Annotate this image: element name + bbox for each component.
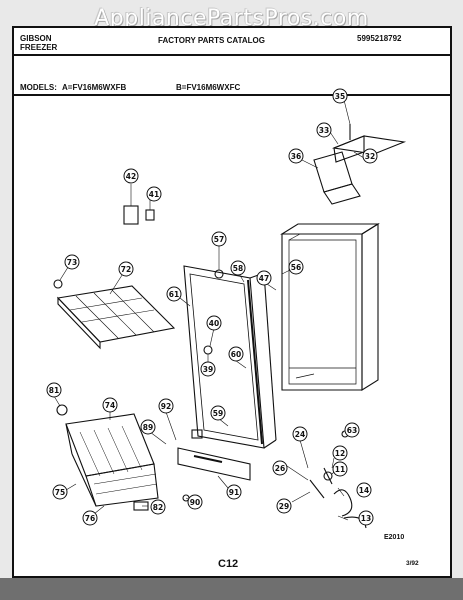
callout-12: 12 [332, 445, 348, 461]
svg-text:90: 90 [190, 498, 200, 507]
kickplate-drawing [177, 447, 251, 481]
shelf-drawing [56, 285, 176, 350]
svg-text:12: 12 [335, 449, 345, 458]
callout-89: 89 [140, 419, 156, 435]
callouts: 35 33 32 36 42 41 57 73 72 58 56 47 61 4… [46, 88, 378, 526]
svg-text:59: 59 [213, 409, 223, 418]
svg-text:72: 72 [121, 265, 131, 274]
svg-text:24: 24 [295, 430, 305, 439]
callout-60: 60 [228, 346, 244, 362]
svg-text:36: 36 [291, 152, 301, 161]
callout-58: 58 [230, 260, 246, 276]
callout-47: 47 [256, 270, 272, 286]
callout-41: 41 [146, 186, 162, 202]
callout-56: 56 [288, 259, 304, 275]
leader-lines [53, 99, 365, 521]
callout-63: 63 [344, 422, 360, 438]
callout-90: 90 [187, 494, 203, 510]
parts-diagram-page: GIBSON FREEZER FACTORY PARTS CATALOG 599… [12, 26, 452, 578]
basket-drawing [65, 413, 159, 507]
svg-text:32: 32 [365, 152, 375, 161]
callout-14: 14 [356, 482, 372, 498]
svg-text:42: 42 [126, 172, 136, 181]
callout-42: 42 [123, 168, 139, 184]
callout-33: 33 [316, 122, 332, 138]
svg-text:92: 92 [161, 402, 171, 411]
svg-text:14: 14 [359, 486, 369, 495]
svg-text:89: 89 [143, 423, 153, 432]
svg-text:57: 57 [214, 235, 224, 244]
revision-date: 3/92 [406, 560, 419, 567]
catalog-title: FACTORY PARTS CATALOG [158, 36, 265, 45]
door-drawing [183, 265, 277, 449]
svg-text:60: 60 [231, 350, 241, 359]
callout-11: 11 [332, 461, 348, 477]
callout-40: 40 [206, 315, 222, 331]
catalog-number: 5995218792 [357, 34, 402, 43]
callout-29: 29 [276, 498, 292, 514]
brand-line-1: GIBSON [20, 34, 52, 43]
callout-92: 92 [158, 398, 174, 414]
callout-76: 76 [82, 510, 98, 526]
callout-13: 13 [358, 510, 374, 526]
cabinet-drawing [280, 223, 380, 391]
svg-text:61: 61 [169, 290, 179, 299]
callout-26: 26 [272, 460, 288, 476]
svg-text:29: 29 [279, 502, 289, 511]
svg-text:13: 13 [361, 514, 371, 523]
svg-text:58: 58 [233, 264, 243, 273]
callout-91: 91 [226, 484, 242, 500]
svg-text:63: 63 [347, 426, 357, 435]
svg-text:35: 35 [335, 92, 345, 101]
header-rule [14, 54, 450, 56]
brand-line-2: FREEZER [20, 43, 58, 52]
thermostat-bracket-drawing [313, 124, 407, 205]
callout-73: 73 [64, 254, 80, 270]
svg-text:39: 39 [203, 365, 213, 374]
callout-61: 61 [166, 286, 182, 302]
callout-57: 57 [211, 231, 227, 247]
svg-text:76: 76 [85, 514, 95, 523]
svg-text:40: 40 [209, 319, 219, 328]
svg-text:56: 56 [291, 263, 301, 272]
svg-text:75: 75 [55, 488, 65, 497]
svg-text:91: 91 [229, 488, 239, 497]
model-a: A=FV16M6WXFB [62, 83, 127, 92]
svg-text:41: 41 [149, 190, 159, 199]
scan-shadow [0, 578, 463, 600]
model-b: B=FV16M6WXFC [176, 83, 241, 92]
page-code: C12 [218, 558, 239, 570]
callout-39: 39 [200, 361, 216, 377]
svg-text:26: 26 [275, 464, 285, 473]
svg-text:33: 33 [319, 126, 329, 135]
models-rule [14, 94, 450, 96]
svg-text:47: 47 [259, 274, 269, 283]
svg-text:73: 73 [67, 258, 77, 267]
diagram-code: E2010 [384, 534, 405, 541]
svg-text:74: 74 [105, 401, 115, 410]
callout-75: 75 [52, 484, 68, 500]
svg-text:11: 11 [335, 465, 345, 474]
exploded-view-drawing: 35 33 32 36 42 41 57 73 72 58 56 47 61 4… [46, 88, 407, 529]
callout-35: 35 [332, 88, 348, 104]
callout-81: 81 [46, 382, 62, 398]
callout-82: 82 [150, 499, 166, 515]
callout-59: 59 [210, 405, 226, 421]
svg-text:81: 81 [49, 386, 59, 395]
models-label: MODELS: [20, 83, 57, 92]
callout-24: 24 [292, 426, 308, 442]
callout-74: 74 [102, 397, 118, 413]
callout-36: 36 [288, 148, 304, 164]
callout-72: 72 [118, 261, 134, 277]
callout-32: 32 [362, 148, 378, 164]
svg-text:82: 82 [153, 503, 163, 512]
